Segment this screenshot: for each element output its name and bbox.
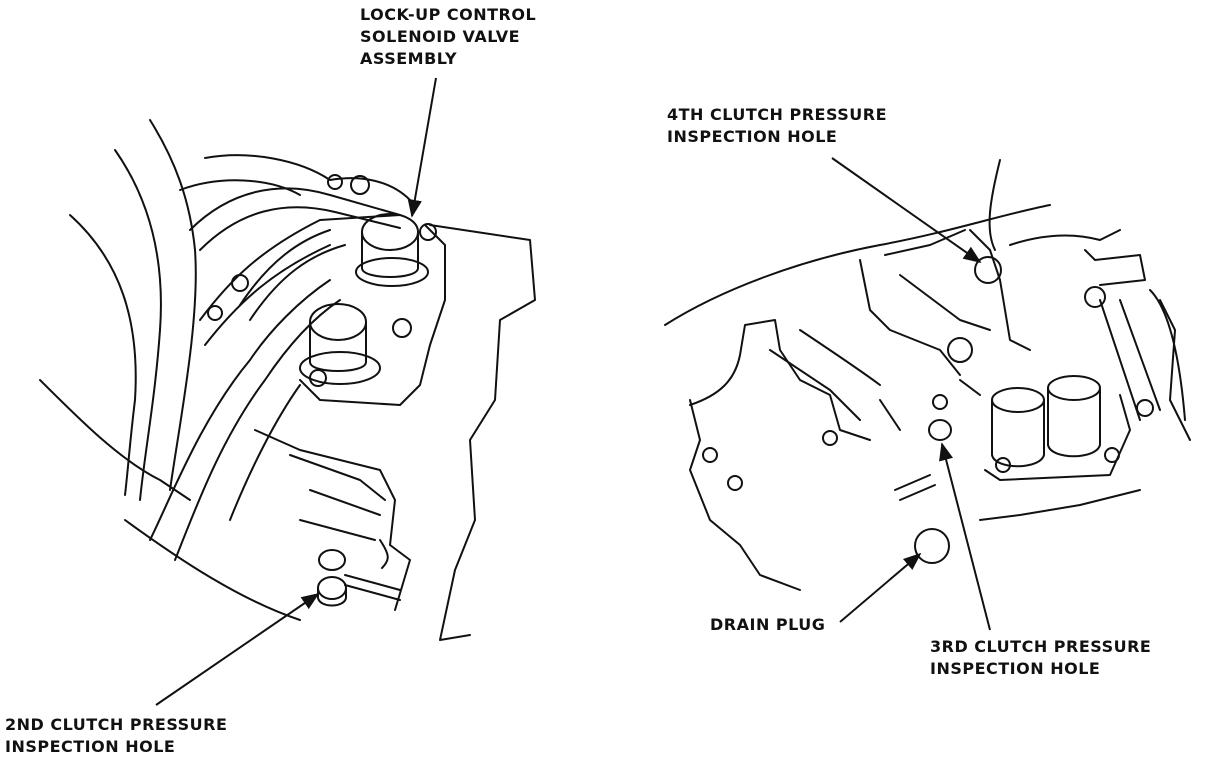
leader-4th-clutch-hole: [831, 157, 982, 264]
callout-2nd-clutch-hole: 2ND CLUTCH PRESSURE INSPECTION HOLE: [5, 714, 227, 758]
callout-3rd-clutch-hole: 3RD CLUTCH PRESSURE INSPECTION HOLE: [930, 636, 1151, 680]
leader-3rd-clutch-hole: [939, 442, 991, 631]
callout-lockup-line-2: SOLENOID VALVE: [360, 27, 521, 46]
leader-lines: [155, 77, 991, 706]
callout-drain-plug: DRAIN PLUG: [710, 614, 825, 636]
leader-drain-plug: [839, 552, 922, 623]
callout-lockup-line-3: ASSEMBLY: [360, 49, 458, 68]
callout-2nd-line-2: INSPECTION HOLE: [5, 737, 176, 756]
callout-lockup-solenoid: LOCK-UP CONTROL SOLENOID VALVE ASSEMBLY: [360, 4, 536, 70]
callout-4th-line-1: 4TH CLUTCH PRESSURE: [667, 105, 888, 124]
leader-2nd-clutch-hole: [155, 592, 320, 706]
right-transmission-illustration: [664, 159, 1191, 591]
callout-3rd-line-1: 3RD CLUTCH PRESSURE: [930, 637, 1152, 656]
left-transmission-illustration: [39, 119, 536, 641]
callout-2nd-line-1: 2ND CLUTCH PRESSURE: [5, 715, 228, 734]
callout-4th-line-2: INSPECTION HOLE: [667, 127, 838, 146]
callout-lockup-line-1: LOCK-UP CONTROL: [360, 5, 537, 24]
callout-drain-line-1: DRAIN PLUG: [710, 615, 826, 634]
callout-3rd-line-2: INSPECTION HOLE: [930, 659, 1101, 678]
leader-lockup-solenoid: [407, 77, 437, 218]
callout-4th-clutch-hole: 4TH CLUTCH PRESSURE INSPECTION HOLE: [667, 104, 887, 148]
